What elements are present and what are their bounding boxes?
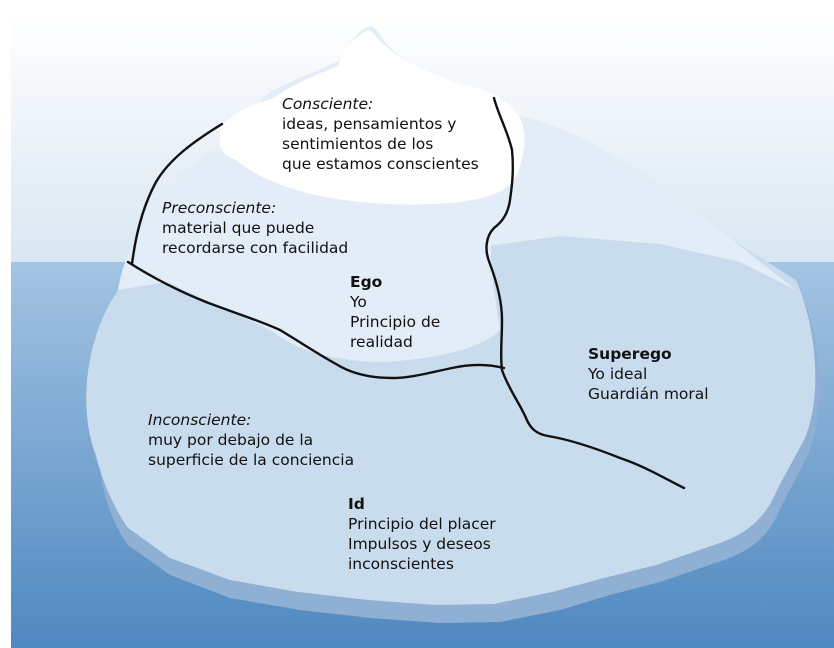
snow-cap [220,30,525,207]
superego-line-2: Guardián moral [588,385,709,403]
inconsciente-line-1: muy por debajo de la [148,431,314,449]
ego-line-2: Principio de [350,313,441,331]
id-line-1: Principio del placer [348,515,496,533]
superego-title: Superego [588,345,672,363]
inconsciente-line-2: superficie de la conciencia [148,451,355,469]
consciente-line-1: ideas, pensamientos y [282,115,457,133]
consciente-title: Consciente: [282,95,374,113]
ego-label: Ego Yo Principio de realidad [350,272,440,352]
consciente-line-2: sentimientos de los [282,135,434,153]
inconsciente-title: Inconsciente: [148,411,252,429]
id-line-3: inconscientes [348,555,454,573]
id-line-2: Impulsos y deseos [348,535,491,553]
preconsciente-band [132,150,500,362]
consciente-label: Consciente: ideas, pensamientos y sentim… [282,94,479,174]
preconscious-unconscious-line [126,260,506,380]
id-title: Id [348,495,365,513]
preconsciente-label: Preconsciente: material que puede record… [162,198,348,258]
inconsciente-label: Inconsciente: muy por debajo de la super… [148,410,354,470]
superego-line-1: Yo ideal [588,365,648,383]
preconsciente-title: Preconsciente: [162,199,277,217]
superego-id-line [500,368,686,490]
superego-label: Superego Yo ideal Guardián moral [588,344,709,404]
consciente-line-3: que estamos conscientes [282,155,479,173]
preconsciente-line-2: recordarse con facilidad [162,239,349,257]
id-label: Id Principio del placer Impulsos y deseo… [348,494,496,574]
ego-line-1: Yo [350,293,367,311]
ego-title: Ego [350,273,383,291]
ego-superego-line [485,96,515,372]
conscious-boundary-line [130,122,224,266]
ego-line-3: realidad [350,333,413,351]
preconsciente-line-1: material que puede [162,219,315,237]
